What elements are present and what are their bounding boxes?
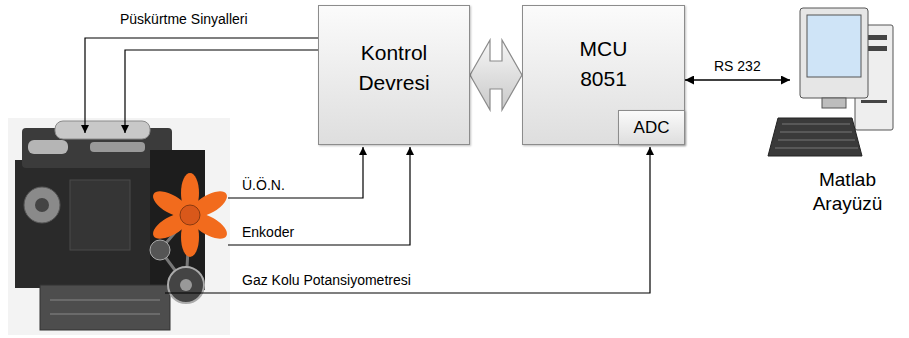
pulley-hub: [180, 279, 192, 291]
alternator: [24, 187, 60, 223]
injection-wire: [125, 50, 318, 133]
text-wrap: Matlab Arayüzü: [790, 168, 905, 217]
node-text: Kontrol Devresi: [358, 38, 429, 99]
pipe: [28, 140, 68, 154]
node-text: ADC: [634, 117, 670, 139]
control-circuit-box: Kontrol Devresi: [318, 5, 470, 145]
text-wrap: Kontrol Devresi: [319, 38, 469, 99]
signal-label: Püskürtme Sinyalleri: [118, 11, 250, 28]
engine-illustration: [8, 118, 231, 335]
text-wrap: MCU 8051: [523, 34, 684, 95]
oil-pan: [40, 285, 170, 330]
keyboard: [768, 118, 862, 156]
monitor-stand: [822, 98, 846, 108]
throttle-wire: [165, 147, 650, 293]
tower-slot: [861, 100, 887, 103]
crank-pulley: [168, 267, 204, 303]
text-wrap: ADC: [619, 117, 684, 139]
injection-wire: [85, 38, 318, 133]
monitor: [800, 8, 868, 98]
pan-rib: [50, 313, 160, 315]
serial-link: [685, 79, 790, 81]
node-text: Matlab Arayüzü: [813, 168, 883, 217]
adc-box: ADC: [618, 110, 685, 145]
node-text: MCU 8051: [580, 34, 628, 95]
signal-label: Ü.Ö.N.: [240, 177, 287, 194]
pulley: [150, 240, 170, 260]
bus-arrow: [470, 40, 522, 110]
photo-ground: [8, 118, 230, 335]
keyboard-keys: [775, 124, 858, 148]
edge-label: RS 232: [712, 58, 763, 75]
computer-icon: [768, 8, 893, 156]
tdc-wire: [228, 147, 363, 198]
intake-manifold: [55, 121, 150, 139]
pipe: [90, 142, 145, 152]
monitor-screen: [807, 15, 861, 77]
alternator-hub: [35, 198, 49, 212]
engine-side: [70, 180, 130, 250]
signal-label: Enkoder: [240, 224, 296, 241]
computer-node: Matlab Arayüzü: [790, 5, 905, 217]
mcu-box: ADC MCU 8051: [522, 5, 685, 145]
fan-hub: [180, 205, 200, 225]
encoder-wire: [228, 147, 410, 245]
fan: [149, 173, 231, 257]
pan-rib: [50, 299, 160, 301]
signal-label: Gaz Kolu Potansiyometresi: [240, 272, 413, 289]
